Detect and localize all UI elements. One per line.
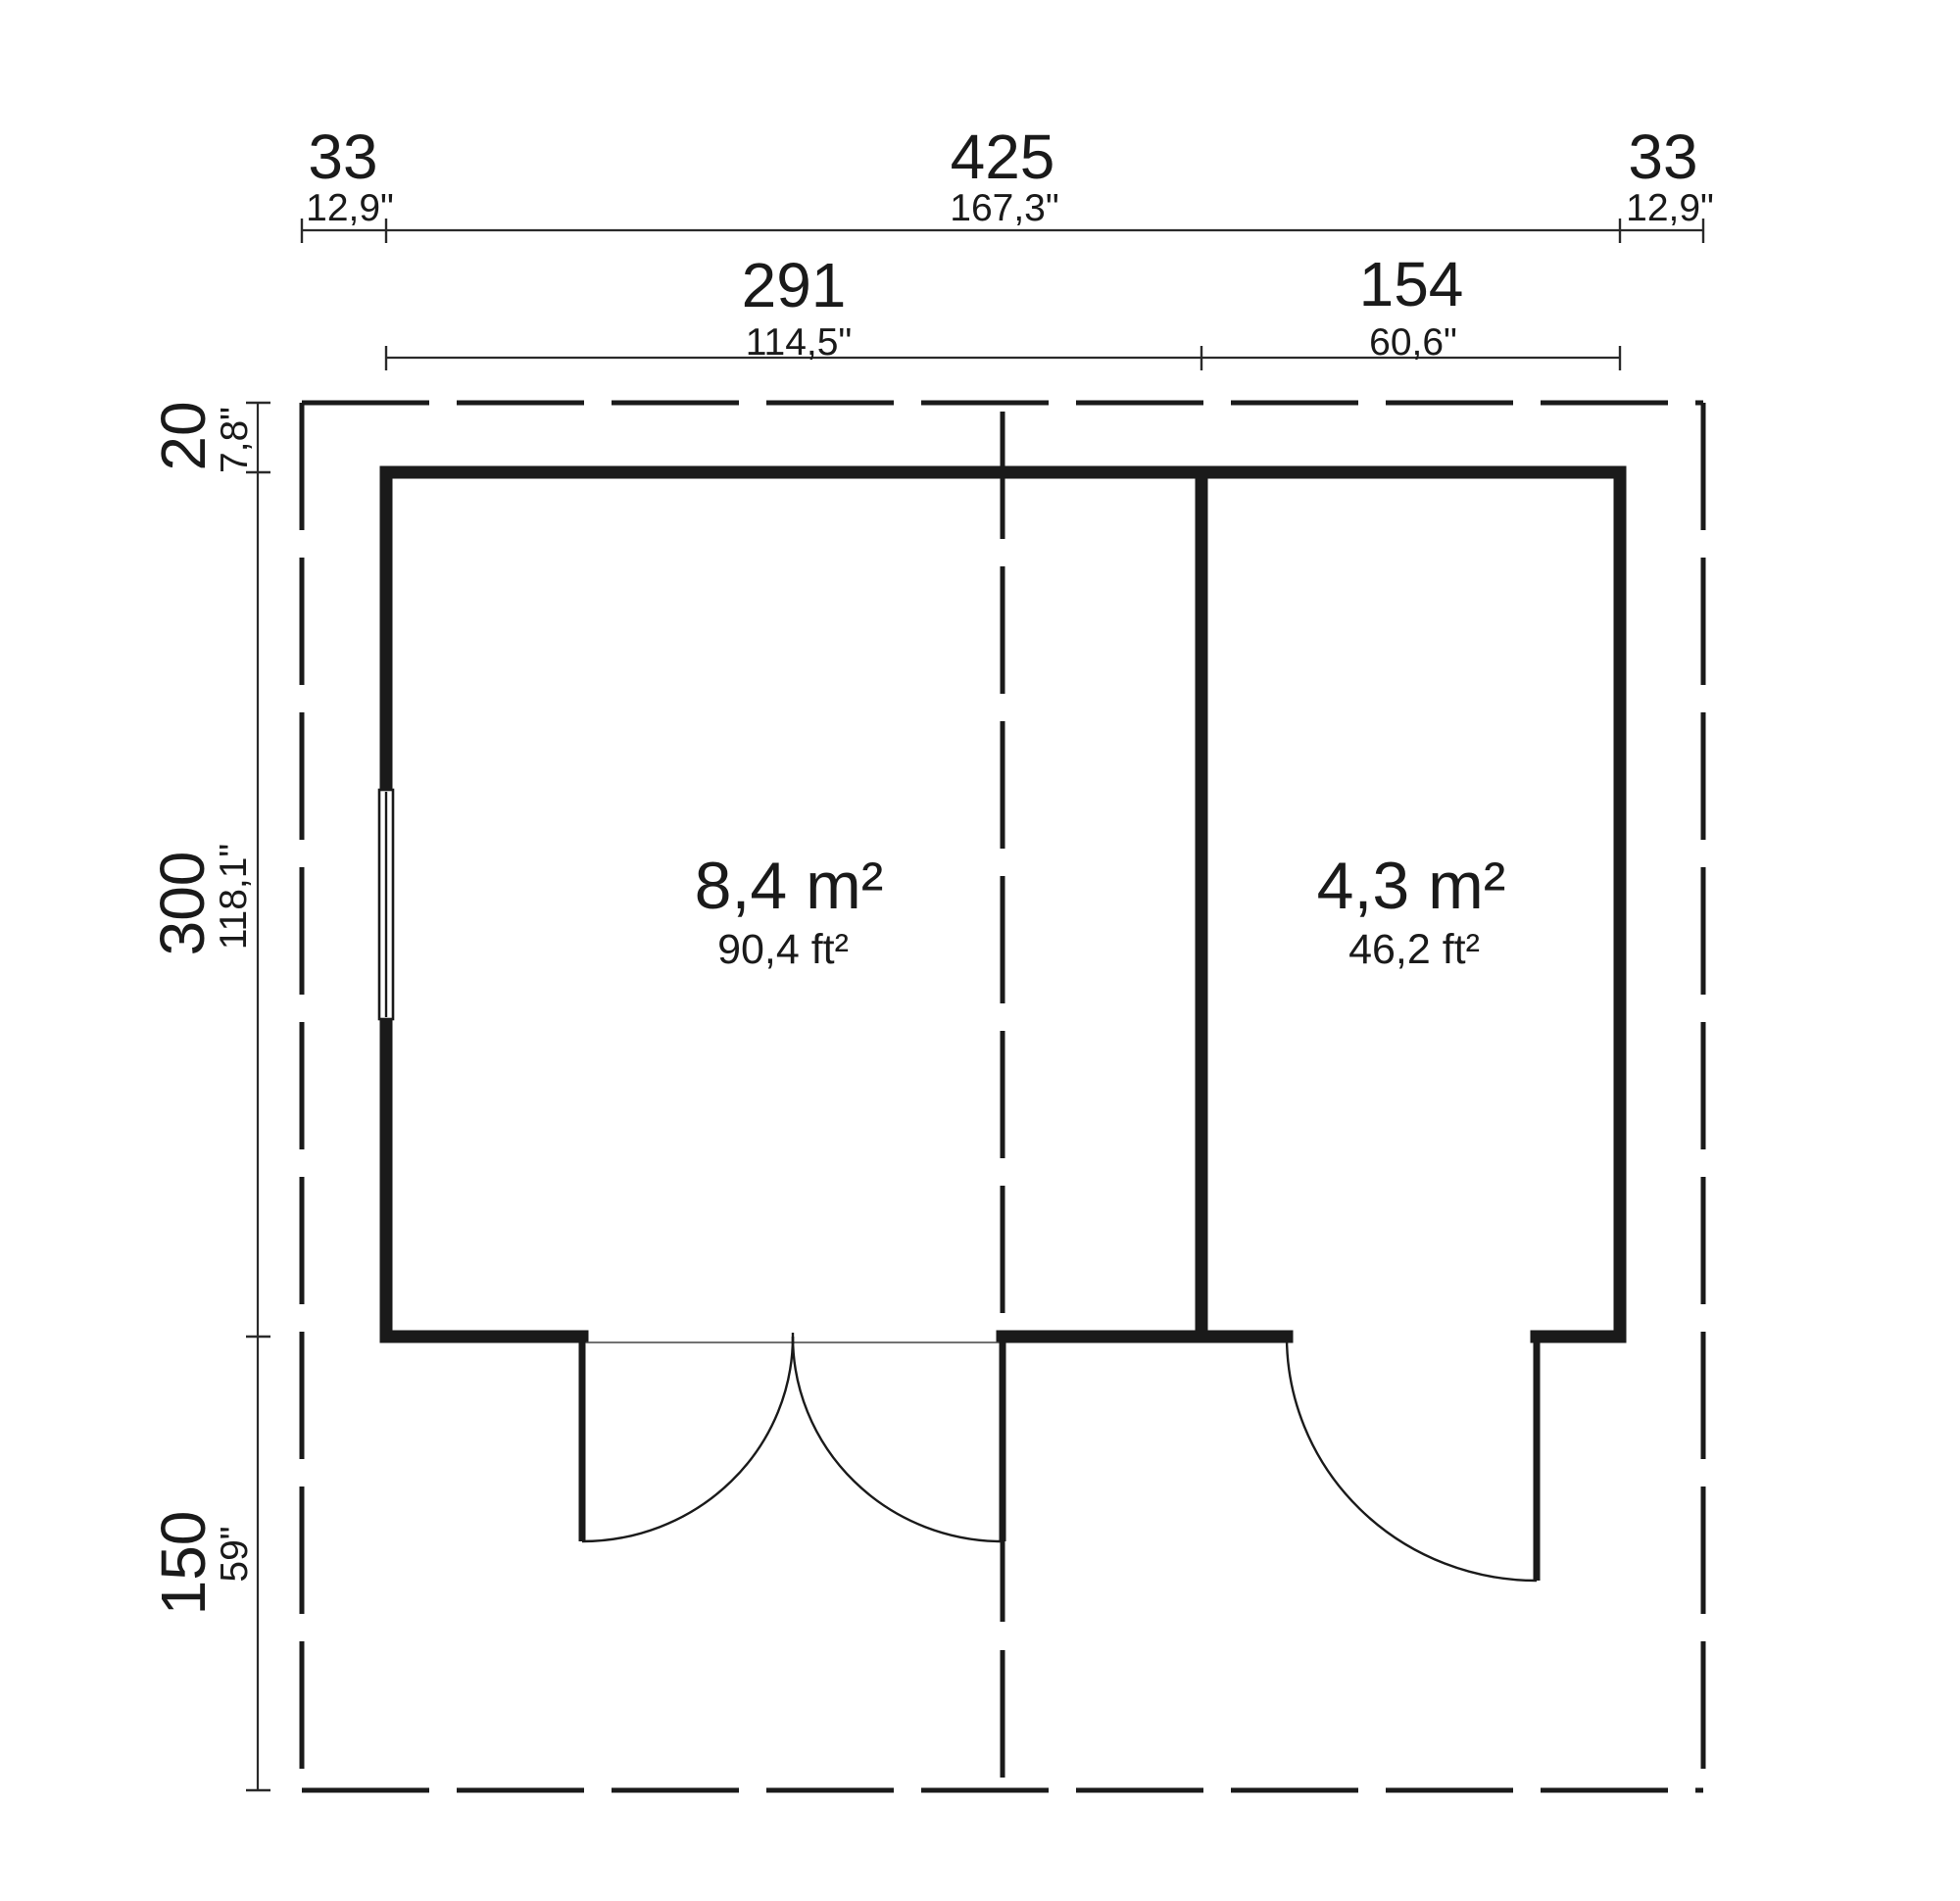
room2-width-cm: 154 [1359, 249, 1464, 319]
outer-wall-front-left [379, 1012, 589, 1343]
room-2-area-m2: 4,3 m² [1317, 849, 1506, 923]
overhang-left-in: 12,9" [306, 187, 394, 229]
room1-width-in: 114,5" [746, 321, 853, 364]
outer-wall [379, 465, 1627, 1343]
front-overhang-in: 7,8" [214, 407, 256, 473]
room-2-area-ft2: 46,2 ft² [1348, 926, 1480, 973]
room-1-label: 8,4 m² 90,4 ft² [695, 849, 884, 973]
overhang-right-in: 12,9" [1626, 187, 1714, 229]
canopy-depth-cm: 150 [148, 1511, 219, 1616]
door-swing-arc [1285, 1336, 1538, 1583]
room2-width-in: 60,6" [1369, 321, 1457, 364]
room1-width-cm: 291 [742, 250, 847, 320]
top-overall-dimension: 33 12,9" 425 167,3" 33 12,9" [300, 122, 1714, 243]
door-swing-arc-right [791, 1336, 1004, 1543]
door-swing-arc-left [581, 1336, 795, 1543]
room-1-area-m2: 8,4 m² [695, 849, 884, 923]
side-window [377, 788, 395, 1021]
roof-outline [299, 400, 1706, 1793]
double-door [578, 1331, 1006, 1543]
depth-in: 118,1" [213, 844, 255, 950]
overhang-left-cm: 33 [308, 122, 377, 192]
overall-width-cm: 425 [951, 122, 1055, 192]
canopy-depth-in: 59" [214, 1526, 256, 1582]
overall-width-in: 167,3" [950, 187, 1058, 229]
room-2-label: 4,3 m² 46,2 ft² [1317, 849, 1506, 973]
walls [379, 465, 1627, 1343]
room-width-dimension: 291 114,5" 154 60,6" [384, 249, 1622, 370]
single-door [1285, 1331, 1541, 1583]
overhang-right-cm: 33 [1628, 122, 1697, 192]
room-1-area-ft2: 90,4 ft² [717, 926, 849, 973]
left-depth-dimension: 20 7,8" 300 118,1" 150 59" [147, 401, 270, 1792]
depth-cm: 300 [147, 852, 218, 956]
front-overhang-cm: 20 [148, 401, 219, 470]
